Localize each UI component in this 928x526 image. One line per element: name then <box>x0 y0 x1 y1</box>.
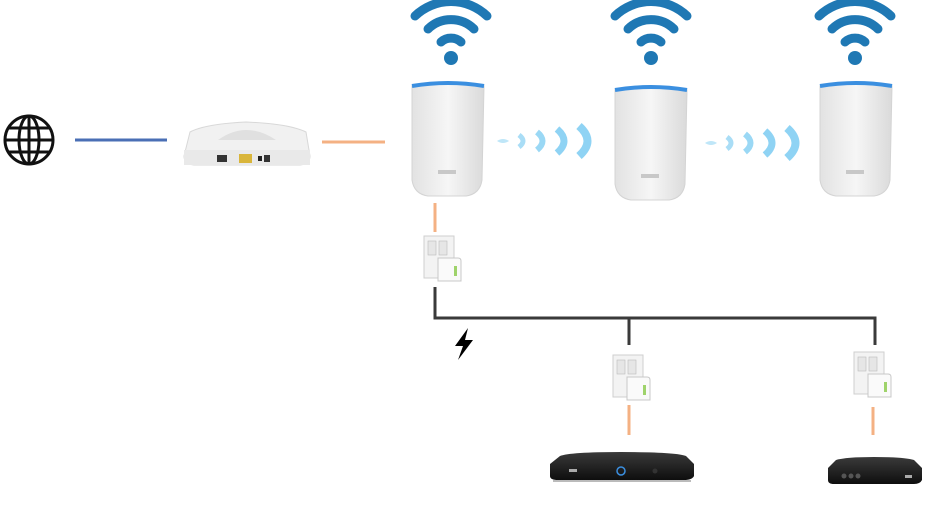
powerline-adapter-icon <box>423 235 462 282</box>
lightning-icon <box>455 328 473 360</box>
set-top-box-icon <box>828 457 922 484</box>
wifi-icon <box>615 2 687 65</box>
powerline-adapter-icon <box>853 351 892 398</box>
set-top-box-icon <box>550 452 694 482</box>
wireless-signal-icon <box>497 126 588 156</box>
globe-icon <box>3 114 55 166</box>
modem-icon <box>183 121 311 166</box>
wifi-icon <box>819 2 891 65</box>
wifi-icon <box>415 2 487 65</box>
mesh-satellite-icon <box>818 81 894 198</box>
mesh-router-icon <box>410 81 486 198</box>
mesh-satellite-icon <box>613 85 689 202</box>
powerline-adapter-icon <box>612 354 651 401</box>
powerline-wiring <box>433 287 877 345</box>
wireless-signal-icon <box>705 128 796 158</box>
